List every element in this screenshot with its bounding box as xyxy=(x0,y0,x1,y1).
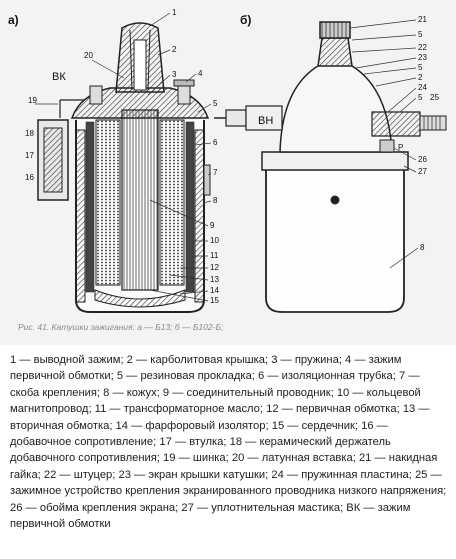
callout-12: 12 xyxy=(210,263,219,272)
figure-caption: Рис. 41. Катушки зажигания: а — Б13; б —… xyxy=(18,322,224,332)
coil-b102b-exterior xyxy=(214,21,447,313)
vk-label-a: ВК xyxy=(52,71,66,83)
callout-7: 7 xyxy=(213,168,218,177)
callout-11: 11 xyxy=(210,251,219,260)
coil-b13-cutaway xyxy=(37,22,211,313)
callout-1: 1 xyxy=(172,8,177,17)
callout-5-b3: 5 xyxy=(418,93,423,102)
callout-14: 14 xyxy=(210,286,219,295)
callout-5: 5 xyxy=(213,99,218,108)
callout-9: 9 xyxy=(210,221,215,230)
callout-21: 21 xyxy=(418,15,427,24)
p-label: Р xyxy=(398,143,403,152)
callout-17: 17 xyxy=(25,151,34,160)
callout-15: 15 xyxy=(210,296,219,305)
callout-3: 3 xyxy=(172,70,177,79)
callout-25: 25 xyxy=(430,93,439,102)
callout-2: 2 xyxy=(172,45,177,54)
panel-b-label: б) xyxy=(240,13,251,27)
callout-10: 10 xyxy=(210,236,219,245)
callout-22: 22 xyxy=(418,43,427,52)
callout-4: 4 xyxy=(198,69,203,78)
panel-a-label: а) xyxy=(8,13,19,27)
callout-13: 13 xyxy=(210,275,219,284)
callout-16: 16 xyxy=(25,173,34,182)
callout-8-b: 8 xyxy=(420,243,425,252)
callout-5-b2: 5 xyxy=(418,63,423,72)
callout-6: 6 xyxy=(213,138,218,147)
callout-27: 27 xyxy=(418,167,427,176)
callout-8: 8 xyxy=(213,196,218,205)
vn-label: ВН xyxy=(258,115,273,127)
ignition-coil-figure: а) ВК 1 2 3 4 5 6 7 8 9 10 11 12 13 14 1… xyxy=(0,0,456,345)
callout-5-b1: 5 xyxy=(418,30,423,39)
leader-lines-b xyxy=(349,19,419,269)
callout-26: 26 xyxy=(418,155,427,164)
leader-lines-a xyxy=(35,12,212,302)
parts-legend: 1 — выводной зажим; 2 — карболитовая кры… xyxy=(10,354,447,531)
callout-20: 20 xyxy=(84,51,93,60)
callout-23: 23 xyxy=(418,53,427,62)
callout-24: 24 xyxy=(418,83,427,92)
callout-19: 19 xyxy=(28,96,37,105)
callouts-b: 21 5 22 23 5 2 24 5 25 26 27 8 xyxy=(418,15,439,252)
callouts-a: 1 2 3 4 5 6 7 8 9 10 11 12 13 14 15 16 1… xyxy=(25,8,219,305)
ignition-coil-drawing: а) ВК 1 2 3 4 5 6 7 8 9 10 11 12 13 14 1… xyxy=(8,8,447,313)
callout-2-b: 2 xyxy=(418,73,423,82)
callout-18: 18 xyxy=(25,129,34,138)
